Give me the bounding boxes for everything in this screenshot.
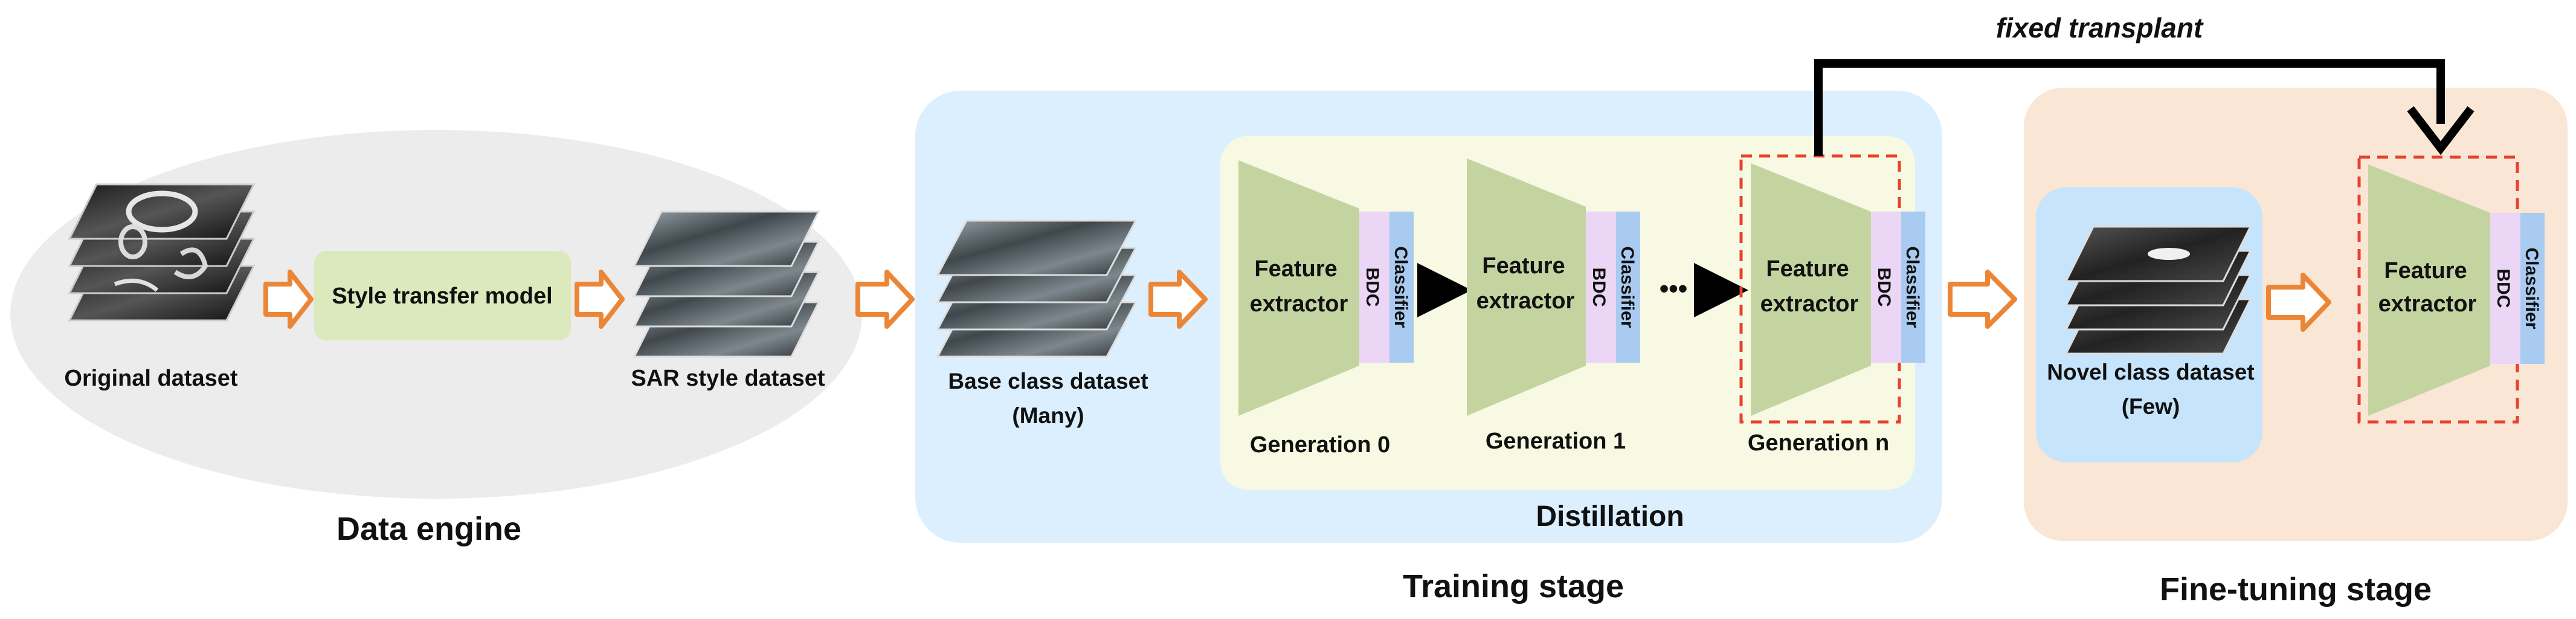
feature-extractor-block	[1467, 158, 1586, 416]
novel-dataset-label-line1: Novel class dataset	[2047, 360, 2254, 384]
base-dataset-stack	[936, 219, 1138, 358]
arrow-to-finetuning	[1948, 270, 2017, 329]
fixed-transplant-connector	[1814, 59, 2445, 156]
generation-1-label: Generation 1	[1486, 429, 1626, 454]
generation-n-label: Generation n	[1748, 430, 1889, 456]
feature-extractor-label-line1: Feature	[1482, 253, 1565, 279]
generation-n-model: Feature extractor BDC Classifier	[1751, 163, 1925, 416]
classifier-label: Classifier	[2522, 247, 2542, 329]
classifier-block	[2520, 213, 2545, 364]
generation-0-model: Feature extractor BDC Classifier	[1238, 160, 1414, 416]
bdc-block	[1586, 212, 1616, 363]
sar-dataset-stack	[633, 210, 820, 358]
training-stage-title: Training stage	[1403, 568, 1624, 604]
novel-dataset-stack	[2064, 225, 2252, 355]
arrow-to-finetune-model	[2266, 273, 2331, 332]
feature-extractor-label-line2: extractor	[1760, 291, 1859, 317]
classifier-label: Classifier	[1617, 246, 1637, 328]
sar-dataset-label: SAR style dataset	[631, 366, 825, 391]
original-dataset-label: Original dataset	[64, 366, 238, 391]
data-engine-title: Data engine	[336, 511, 521, 547]
bdc-label: BDC	[1589, 268, 1609, 307]
classifier-label: Classifier	[1391, 246, 1411, 328]
classifier-block	[1389, 212, 1414, 363]
classifier-block	[1901, 212, 1925, 363]
bdc-block	[2490, 213, 2520, 364]
feature-extractor-label-line1: Feature	[1766, 256, 1849, 282]
arrow-to-sar	[575, 270, 625, 329]
ellipsis: •••	[1660, 274, 1687, 303]
base-dataset-label-line1: Base class dataset	[948, 369, 1148, 394]
arrow-to-training	[855, 270, 915, 329]
feature-extractor-label-line2: extractor	[2378, 291, 2477, 317]
bdc-label: BDC	[1874, 268, 1894, 307]
feature-extractor-block	[1751, 163, 1871, 416]
feature-extractor-block	[2368, 164, 2490, 416]
finetuning-stage-title: Fine-tuning stage	[2160, 571, 2432, 608]
fixed-transplant-arrowhead	[2407, 106, 2475, 155]
bdc-label: BDC	[1362, 268, 1382, 307]
finetune-model: Feature extractor BDC Classifier	[2368, 164, 2545, 416]
feature-extractor-label-line2: extractor	[1250, 291, 1348, 317]
base-dataset-label-line2: (Many)	[1012, 403, 1084, 428]
feature-extractor-label-line2: extractor	[1476, 288, 1575, 314]
feature-extractor-block	[1238, 160, 1359, 416]
fixed-transplant-label: fixed transplant	[1996, 12, 2204, 44]
classifier-block	[1616, 212, 1640, 363]
arrow-to-style-model	[263, 270, 314, 329]
novel-dataset-label-line2: (Few)	[2122, 394, 2180, 419]
bdc-block	[1359, 212, 1389, 363]
bdc-block	[1871, 212, 1901, 363]
feature-extractor-label-line1: Feature	[1254, 256, 1337, 282]
original-dataset-stack	[68, 183, 256, 322]
generation-1-model: Feature extractor BDC Classifier	[1467, 158, 1640, 416]
bdc-label: BDC	[2493, 269, 2513, 308]
arrow-to-distillation	[1148, 270, 1208, 329]
classifier-label: Classifier	[1902, 246, 1922, 328]
distillation-label: Distillation	[1536, 501, 1684, 533]
style-transfer-box	[314, 251, 571, 340]
style-transfer-label: Style transfer model	[332, 284, 552, 309]
generation-0-label: Generation 0	[1250, 432, 1390, 458]
feature-extractor-label-line1: Feature	[2384, 258, 2467, 284]
